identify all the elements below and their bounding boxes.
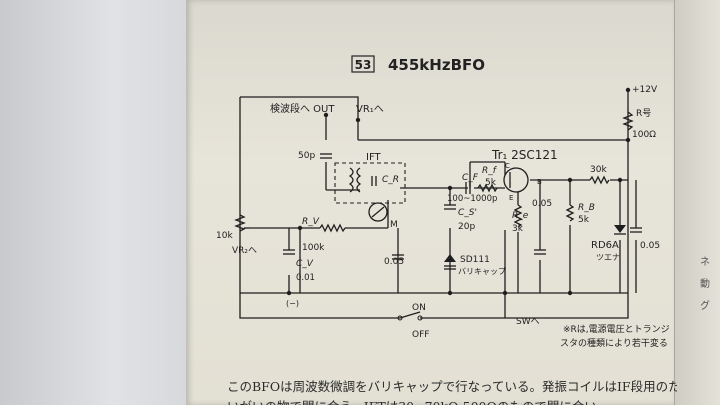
ift-secondary-coil [356,167,362,193]
label-rf-value: 5k [485,178,497,188]
label-varicap: バリキャップ [458,267,506,276]
left-page-margin [0,0,190,405]
transistor-symbol [503,167,529,193]
label-minus: (−) [286,299,299,308]
label-rf: R_f [482,166,498,176]
resistor-top [622,111,634,131]
label-zener: ツエナ [596,253,620,262]
label-off: OFF [412,330,429,340]
next-page-char-2: 動 [700,279,710,290]
label-cs: C_S' [458,208,477,218]
zener-diode [614,225,626,233]
re-resistor [513,204,523,228]
label-cf: C_F [462,173,479,183]
label-pin-e: E [509,194,513,202]
note-line-1: ※Rは,電源電圧とトランジ [563,324,670,335]
label-rv-value: 100k [302,243,325,253]
rv-resistor [319,223,346,233]
next-page-edge [674,0,720,405]
r30k-resistor [589,175,610,185]
label-re: R_e [512,211,529,221]
label-rb: R_B [578,203,595,213]
label-meter: M [390,220,398,230]
note-line-2: スタの種類により若干変る [560,337,668,349]
rb-resistor [565,204,575,222]
label-r30k: 30k [590,165,607,175]
label-sw: SWへ [516,317,540,327]
label-pin-b: B [537,178,542,186]
label-resistor-top-value: 100Ω [632,130,656,140]
vr2-potentiometer [234,214,246,232]
label-detector-out: 検波段へ OUT [270,102,335,115]
next-page-char-3: グ [700,301,710,312]
label-resistor-top: R号 [636,108,651,119]
label-cs-value: 20p [458,222,475,232]
label-c005-emit: 0.05 [532,199,552,209]
label-on: ON [412,303,426,313]
label-supply: +12V [632,85,658,95]
label-rv: R_V [302,217,320,227]
meter-symbol [368,202,388,222]
body-text-line-2: いがいの物で間に合う。IFTは30~70kΩ:500Ωのもので間に合い。 [227,397,677,405]
figure-number-box [351,55,375,73]
label-re-value: 3k [512,224,524,234]
rf-resistor [477,183,498,193]
label-ift: IFT [366,152,382,163]
ift-primary-coil [348,167,354,193]
label-cr: C_R [382,175,399,185]
label-c005-mid: 0.05 [384,257,404,267]
label-pin-c: C [505,162,510,170]
next-page-text: ネ 動 グ [700,252,718,318]
wiring [239,90,637,319]
label-vr2: VR₂へ [232,246,257,256]
label-cv: C_V [296,259,314,269]
next-page-char-1: ネ [700,257,710,268]
label-c50p: 50p [298,151,315,161]
figure-title: 455kHzBFO [388,56,485,74]
figure-number: 53 [355,58,372,72]
label-transistor: Tr₁ 2SC121 [491,148,558,162]
label-vr1: VR₁へ [356,104,384,115]
book-page [186,0,674,405]
label-vr-10k: 10k [216,231,233,241]
ift-shield-box [334,162,406,204]
label-c005-right: 0.05 [640,241,660,251]
label-rb-value: 5k [578,215,590,225]
label-cf-value: 100~1000p [447,194,497,204]
junction-dots [286,87,631,296]
label-cv-value: 0.01 [296,273,315,283]
body-text-line-1: このBFOは周波数微調をバリキャップで行なっている。発振コイルはIF段用のた [227,379,677,394]
varicap-diode [444,254,456,262]
body-text: このBFOは周波数微調をバリキャップで行なっている。発振コイルはIF段用のた い… [227,377,677,405]
power-switch [399,311,421,319]
label-rd6a: RD6A [591,240,619,251]
label-sd111: SD111 [460,255,490,265]
